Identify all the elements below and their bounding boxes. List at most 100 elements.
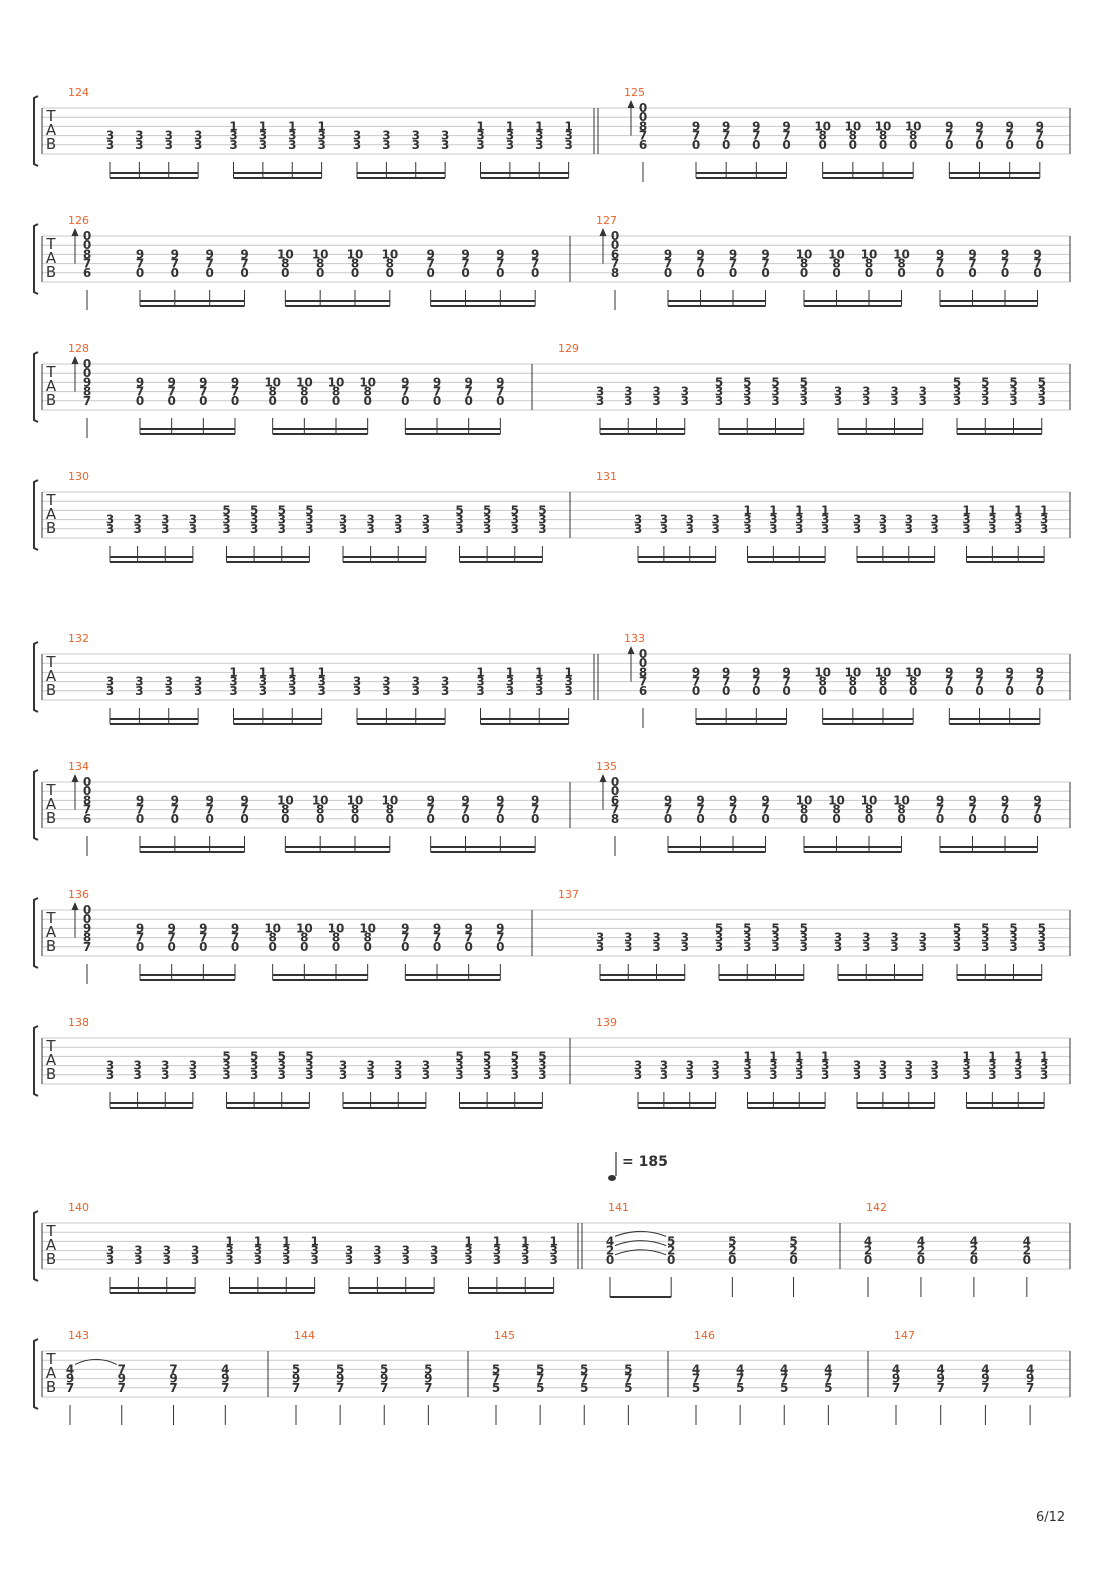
fret-number: 10	[905, 665, 922, 679]
fret-number: 9	[761, 247, 769, 261]
beam	[233, 177, 322, 179]
beam	[110, 1102, 193, 1104]
fret-number: 8	[832, 257, 840, 271]
beam	[226, 556, 310, 558]
fret-number: 7	[83, 257, 91, 271]
fret-number: 8	[818, 675, 826, 689]
beam	[966, 561, 1045, 563]
fret-number: 3	[163, 1253, 171, 1267]
fret-number: 7	[231, 931, 239, 945]
fret-number: 7	[824, 1372, 832, 1386]
system-brace	[33, 95, 39, 167]
beam	[405, 979, 501, 981]
fret-number: 0	[136, 394, 144, 408]
fret-number: 7	[945, 129, 953, 143]
fret-number: 7	[199, 931, 207, 945]
tab-clef-letter: A	[46, 1236, 57, 1254]
beam	[349, 1287, 435, 1289]
fret-number: 9	[936, 247, 944, 261]
beam	[668, 305, 766, 307]
fret-number: 3	[441, 138, 449, 152]
fret-number: 3	[229, 129, 237, 143]
fret-number: 0	[83, 912, 91, 926]
measure: 1393333333313313313313333333333133133133…	[596, 1016, 1048, 1109]
beam	[285, 300, 390, 302]
fret-number: 3	[422, 522, 430, 536]
fret-number: 3	[905, 513, 913, 527]
fret-number: 3	[862, 940, 870, 954]
fret-number: 8	[909, 129, 917, 143]
fret-number: 4	[692, 1362, 700, 1376]
system-brace	[33, 769, 39, 841]
beam	[600, 974, 685, 976]
fret-number: 7	[461, 803, 469, 817]
fret-number: 0	[849, 138, 857, 152]
fret-number: 3	[686, 1068, 694, 1082]
fret-number: 3	[879, 513, 887, 527]
fret-number: 3	[254, 1244, 262, 1258]
strum-arrowhead	[599, 228, 607, 236]
fret-number: 0	[865, 812, 873, 826]
measure: 1373333333353353353353333333333533533533…	[558, 888, 1046, 981]
tempo-notehead-icon	[608, 1175, 616, 1181]
fret-number: 7	[968, 803, 976, 817]
fret-number: 0	[1001, 812, 1009, 826]
fret-number: 3	[930, 513, 938, 527]
fret-number: 3	[373, 1253, 381, 1267]
fret-number: 8	[300, 931, 308, 945]
fret-number: 8	[800, 803, 808, 817]
fret-number: 9	[937, 1372, 945, 1386]
fret-number: 9	[752, 665, 760, 679]
measure: 1250087697097097097010801080108010809709…	[624, 86, 1044, 182]
fret-number: 9	[171, 793, 179, 807]
fret-number: 2	[667, 1244, 675, 1258]
fret-number: 8	[83, 385, 91, 399]
fret-number: 9	[696, 793, 704, 807]
fret-number: 3	[455, 513, 463, 527]
fret-number: 4	[66, 1362, 74, 1376]
fret-number: 3	[476, 675, 484, 689]
beam	[459, 556, 543, 558]
fret-number: 7	[1026, 1381, 1034, 1395]
fret-number: 1	[225, 1234, 233, 1248]
fret-number: 3	[711, 1059, 719, 1073]
fret-number: 0	[464, 940, 472, 954]
fret-number: 8	[332, 385, 340, 399]
fret-number: 3	[464, 1253, 472, 1267]
measure-number: 146	[694, 1329, 715, 1342]
fret-number: 3	[624, 394, 632, 408]
fret-number: 10	[875, 119, 892, 133]
fret-number: 3	[634, 1068, 642, 1082]
fret-number: 5	[800, 921, 808, 935]
fret-number: 3	[535, 684, 543, 698]
fret-number: 0	[761, 812, 769, 826]
fret-number: 3	[278, 522, 286, 536]
measure-number: 145	[494, 1329, 515, 1342]
fret-number: 1	[535, 665, 543, 679]
fret-number: 1	[259, 665, 267, 679]
fret-number: 1	[769, 1049, 777, 1063]
beam	[343, 1107, 426, 1109]
fret-number: 5	[667, 1234, 675, 1248]
beam	[957, 433, 1042, 435]
fret-number: 0	[789, 1253, 797, 1267]
fret-number: 9	[531, 247, 539, 261]
fret-number: 7	[696, 257, 704, 271]
fret-number: 3	[596, 394, 604, 408]
fret-number: 0	[316, 266, 324, 280]
fret-number: 3	[455, 1068, 463, 1082]
fret-number: 3	[422, 1068, 430, 1082]
fret-number: 0	[167, 940, 175, 954]
fret-number: 9	[1036, 665, 1044, 679]
beam	[857, 1102, 935, 1104]
fret-number: 3	[660, 513, 668, 527]
fret-number: 0	[917, 1253, 925, 1267]
beam	[940, 846, 1038, 848]
fret-number: 3	[743, 522, 751, 536]
fret-number: 5	[250, 1049, 258, 1063]
tempo-value: = 185	[622, 1154, 668, 1170]
beam	[719, 428, 804, 430]
fret-number: 3	[412, 129, 420, 143]
beam	[696, 172, 787, 174]
